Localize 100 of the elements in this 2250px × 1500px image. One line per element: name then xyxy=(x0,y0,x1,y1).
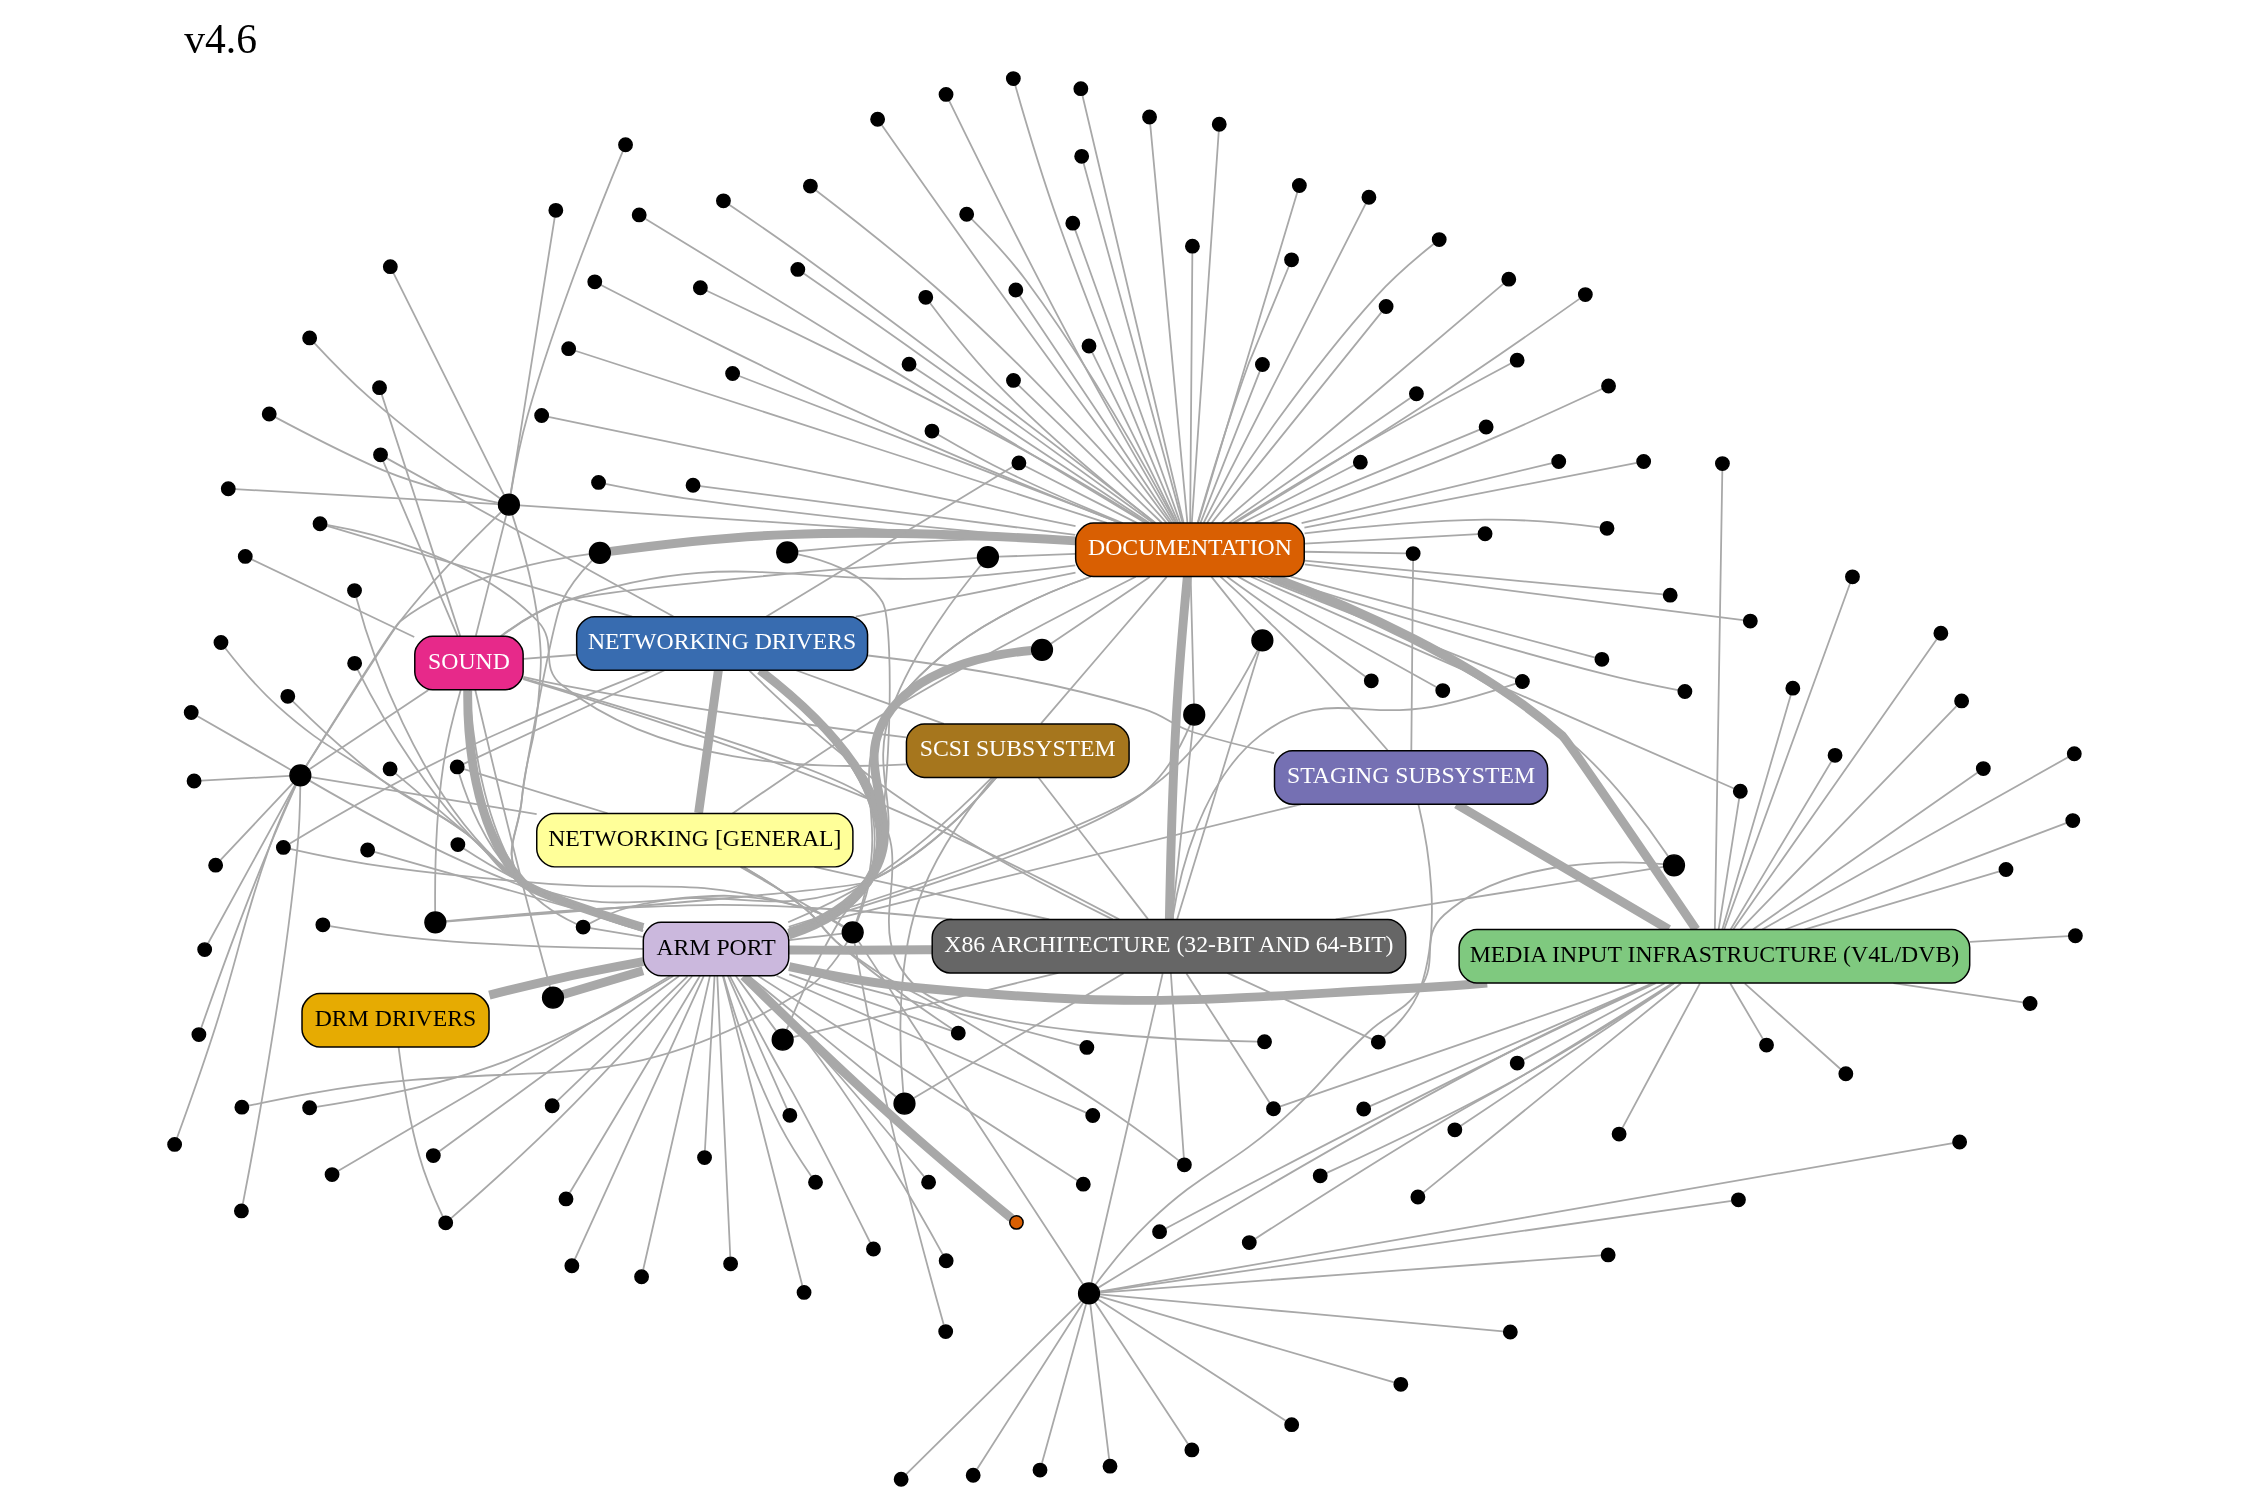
node-circle xyxy=(564,1258,580,1274)
connector xyxy=(1091,351,1178,524)
node-circle xyxy=(234,1099,250,1115)
connector xyxy=(241,785,302,1205)
node-circle xyxy=(1447,1122,1463,1138)
connector xyxy=(463,690,645,932)
connector xyxy=(561,966,645,999)
node-circle xyxy=(1352,454,1368,470)
node-circle xyxy=(1509,352,1525,368)
node-circle xyxy=(1102,1458,1118,1474)
node-circle xyxy=(1742,613,1758,629)
connector xyxy=(397,1046,444,1218)
node-circle xyxy=(275,839,291,855)
node-circle xyxy=(976,545,1000,569)
node-circle xyxy=(1257,1034,1272,1050)
node-circle xyxy=(893,1092,916,1115)
connector xyxy=(1149,123,1189,524)
node-circle xyxy=(1032,1462,1048,1478)
node-circle xyxy=(938,87,954,102)
node-circle xyxy=(497,493,521,516)
node-circle xyxy=(771,1028,794,1051)
node-box: X86 ARCHITECTURE (32-BIT AND 64-BIT) xyxy=(931,918,1407,974)
connector xyxy=(522,677,1259,1043)
connector xyxy=(310,776,538,816)
node-circle xyxy=(1477,526,1493,542)
connector xyxy=(787,649,1259,928)
node-circle xyxy=(289,764,312,787)
node-circle xyxy=(1933,625,1949,641)
node-circle xyxy=(373,447,388,463)
connector xyxy=(305,511,502,768)
connector xyxy=(434,689,462,913)
node-circle xyxy=(634,1269,649,1285)
connector xyxy=(1049,576,1151,645)
node-circle xyxy=(1677,684,1693,699)
node-circle xyxy=(938,1253,954,1269)
node-box: NETWORKING [GENERAL] xyxy=(536,812,854,868)
node-circle xyxy=(382,259,398,275)
connector xyxy=(1228,397,1412,524)
node-circle xyxy=(1410,1189,1426,1205)
connector xyxy=(176,784,297,1139)
node-circle xyxy=(1838,1066,1854,1082)
connector xyxy=(728,975,872,1244)
connector xyxy=(1303,559,1664,596)
node-circle xyxy=(2065,813,2081,828)
node-circle xyxy=(1255,357,1270,372)
node-circle xyxy=(1409,386,1424,402)
node-circle xyxy=(1998,862,2014,877)
connector xyxy=(787,967,1082,1047)
connector xyxy=(1094,861,1665,1286)
node-circle xyxy=(382,761,398,777)
node-circle xyxy=(1954,693,1970,709)
connector xyxy=(474,689,552,989)
connector xyxy=(722,975,804,1287)
node-circle xyxy=(302,330,318,346)
node-circle xyxy=(347,583,362,598)
connector xyxy=(1713,469,1724,930)
node-circle xyxy=(324,1167,340,1182)
node-circle xyxy=(790,262,806,277)
node-circle xyxy=(1006,373,1021,388)
node-circle xyxy=(544,1098,560,1114)
node-circle xyxy=(1183,703,1206,726)
node-box: SCSI SUBSYSTEM xyxy=(905,723,1130,779)
node-circle xyxy=(1515,674,1530,689)
connector xyxy=(458,772,644,931)
connector xyxy=(789,945,932,955)
node-circle xyxy=(697,1150,712,1166)
connector xyxy=(1300,462,1553,524)
node-circle xyxy=(725,366,741,381)
node-circle xyxy=(1405,546,1421,561)
node-circle xyxy=(1845,569,1860,585)
connector xyxy=(1098,1295,1396,1384)
node-circle xyxy=(618,137,633,153)
node-circle xyxy=(1378,299,1394,314)
connector xyxy=(573,975,705,1261)
node-circle xyxy=(685,477,701,493)
connector xyxy=(1233,297,1581,524)
connector xyxy=(734,975,777,1032)
node-circle xyxy=(959,206,975,222)
node-circle xyxy=(1361,189,1377,205)
connector xyxy=(913,972,1125,1099)
node-circle xyxy=(1284,252,1299,268)
connector xyxy=(905,1300,1083,1476)
connector xyxy=(722,975,813,1178)
connector xyxy=(740,972,1014,1222)
node-circle xyxy=(561,341,577,357)
diagram-title: v4.6 xyxy=(184,16,257,63)
connector xyxy=(1074,228,1182,524)
connector xyxy=(355,596,644,930)
node-circle xyxy=(631,207,647,223)
connector xyxy=(705,289,1149,524)
node-circle xyxy=(208,857,224,873)
node-circle xyxy=(425,1148,441,1164)
node-box: ARM PORT xyxy=(642,921,790,977)
connector xyxy=(757,975,1079,1182)
node-circle xyxy=(1009,1215,1024,1230)
node-circle xyxy=(1211,116,1227,132)
node-circle xyxy=(1085,1108,1101,1123)
connector xyxy=(728,203,1157,524)
node-circle xyxy=(2067,928,2083,944)
connector xyxy=(1098,1293,1504,1333)
